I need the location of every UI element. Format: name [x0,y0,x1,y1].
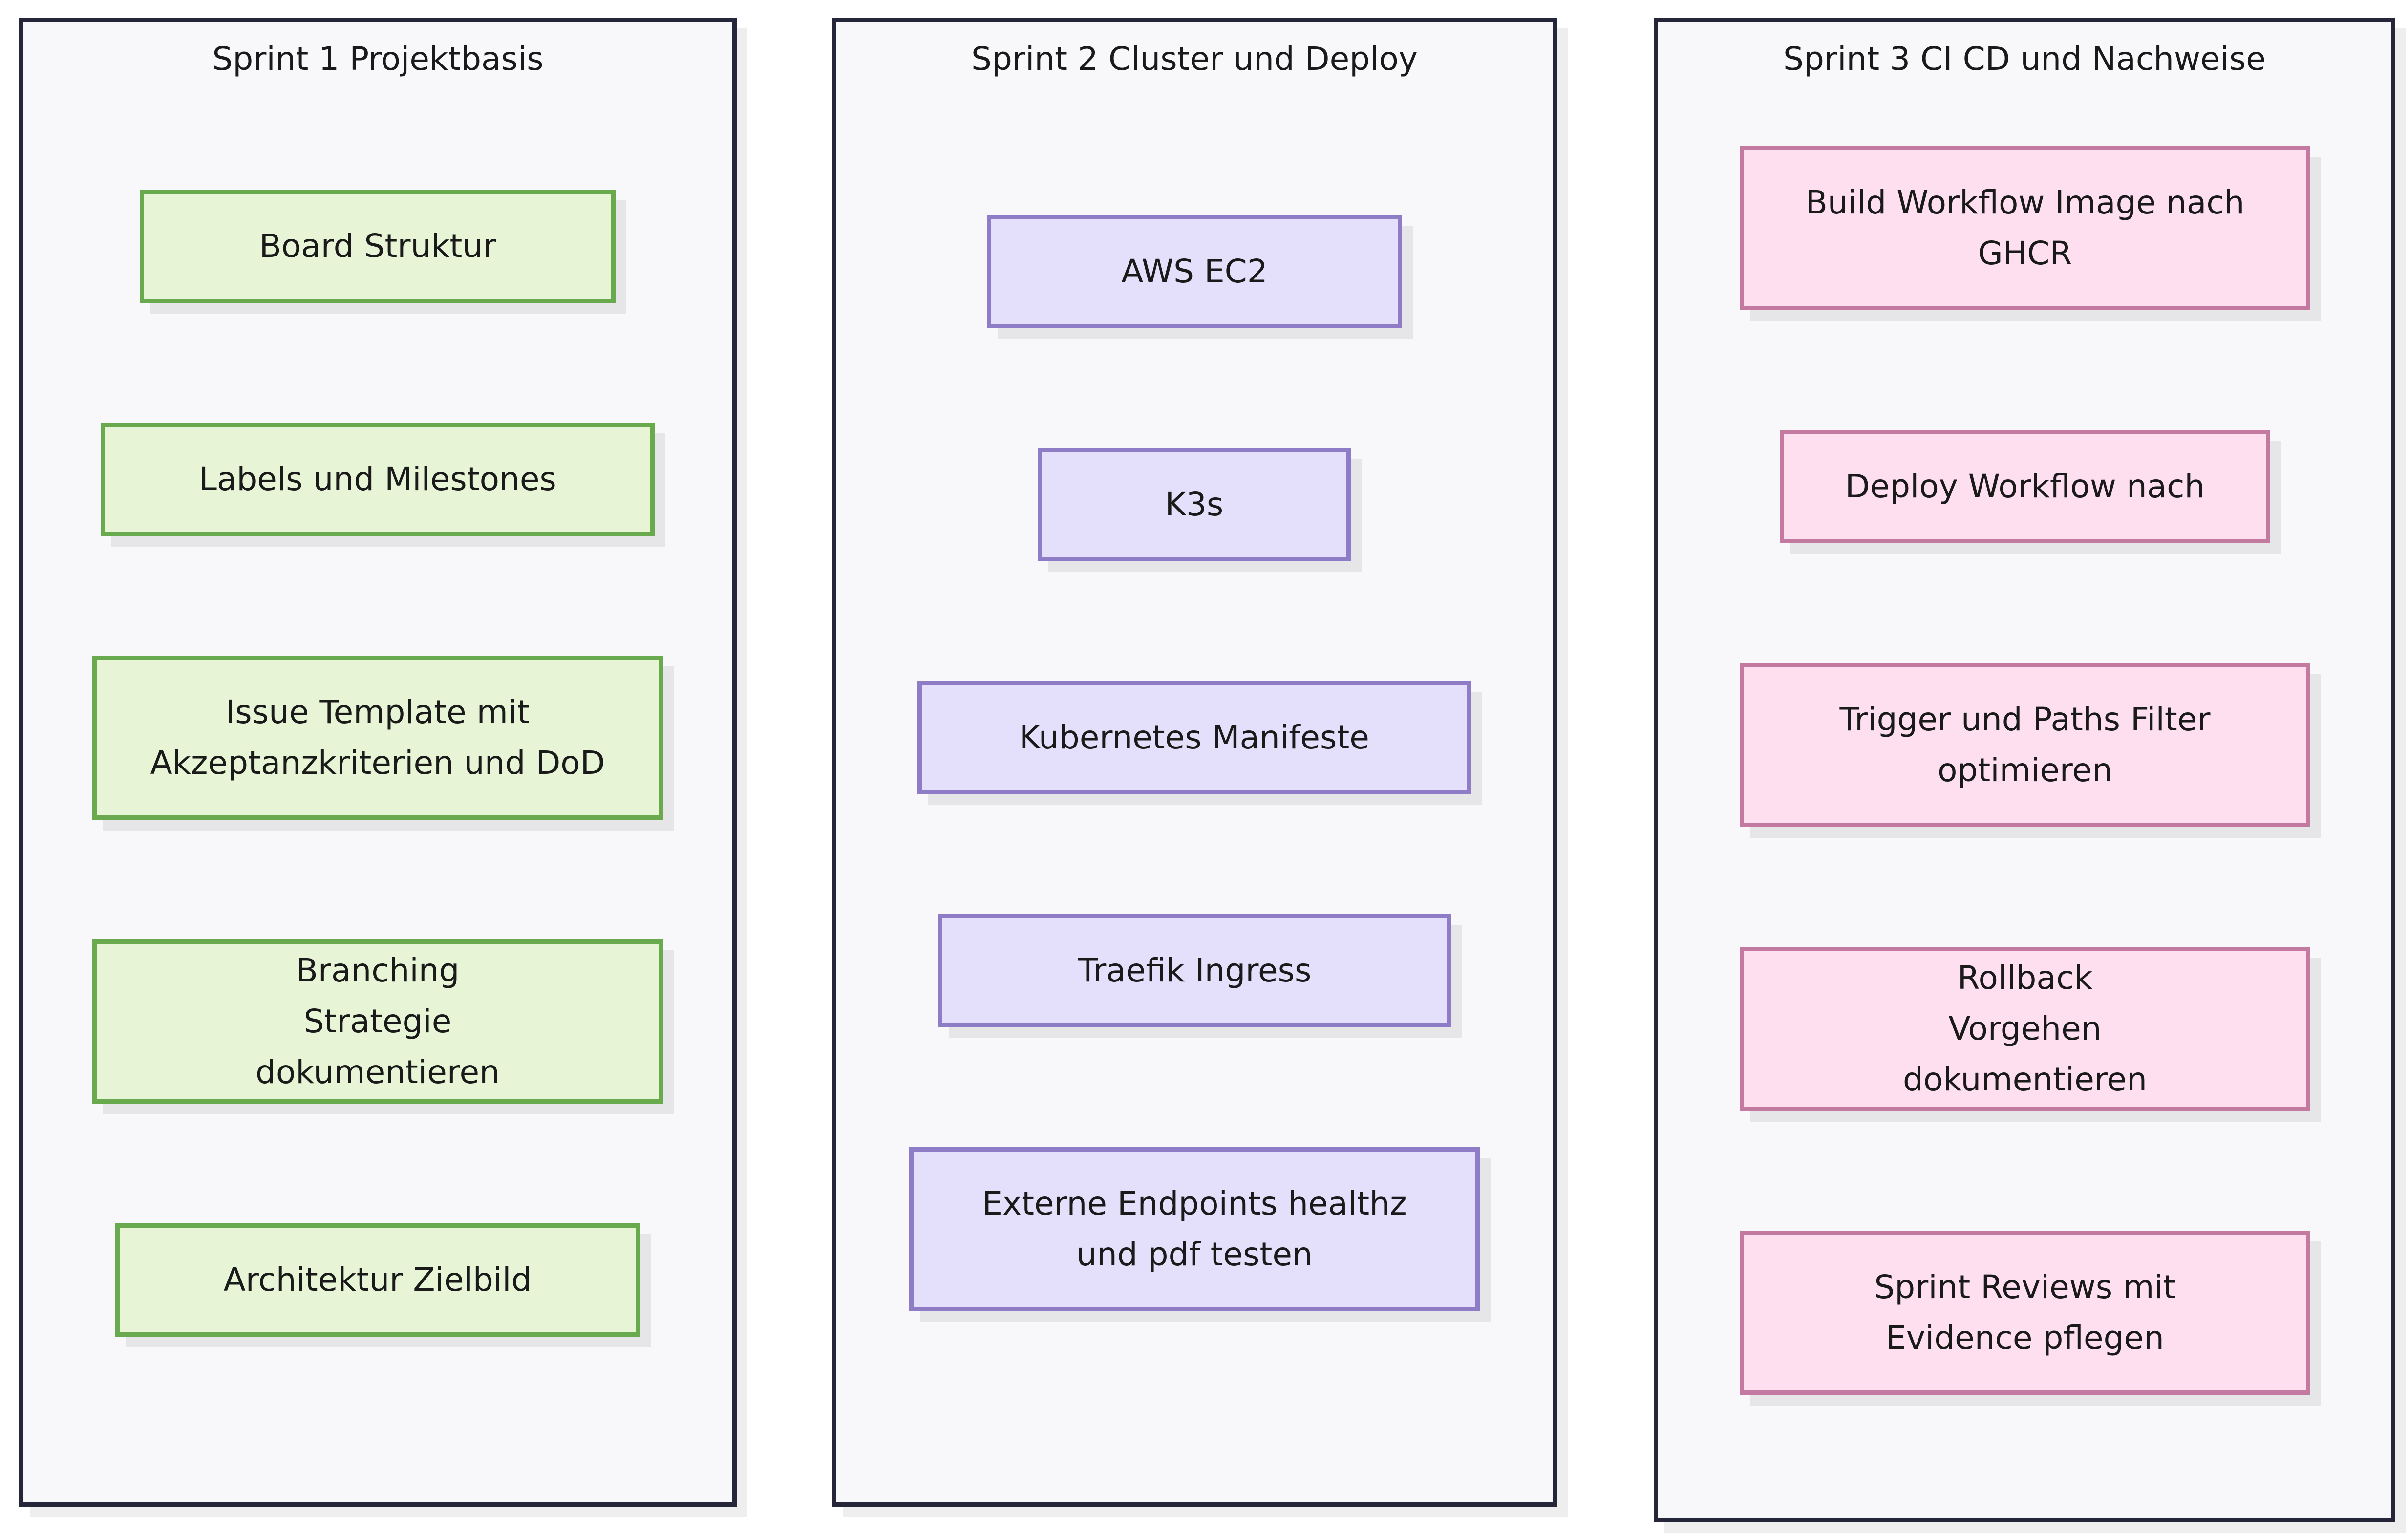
card-aws-ec2[interactable]: AWS EC2 [987,215,1402,328]
card-board-struktur[interactable]: Board Struktur [140,190,616,303]
card-architektur-zielbild[interactable]: Architektur Zielbild [115,1223,640,1337]
card-issue-template[interactable]: Issue Template mit Akzeptanzkriterien un… [92,656,663,820]
card-build-workflow[interactable]: Build Workflow Image nach GHCR [1740,146,2310,310]
sprint-2-title: Sprint 2 Cluster und Deploy [971,40,1418,78]
sprint-3-title: Sprint 3 CI CD und Nachweise [1783,40,2266,78]
sprint-1-title: Sprint 1 Projektbasis [212,40,544,78]
card-rollback-vorgehen[interactable]: Rollback Vorgehen dokumentieren [1740,947,2310,1111]
card-externe-endpoints[interactable]: Externe Endpoints healthz und pdf testen [909,1147,1480,1311]
card-traefik-ingress[interactable]: Traefik Ingress [938,914,1451,1027]
card-branching-strategie[interactable]: Branching Strategie dokumentieren [92,939,663,1104]
card-kubernetes-manifeste[interactable]: Kubernetes Manifeste [917,681,1471,794]
card-deploy-workflow[interactable]: Deploy Workflow nach [1780,430,2270,543]
card-trigger-paths-filter[interactable]: Trigger und Paths Filter optimieren [1740,663,2310,827]
card-k3s[interactable]: K3s [1038,448,1351,561]
card-labels-milestones[interactable]: Labels und Milestones [101,423,655,536]
card-sprint-reviews[interactable]: Sprint Reviews mit Evidence pflegen [1740,1231,2310,1395]
